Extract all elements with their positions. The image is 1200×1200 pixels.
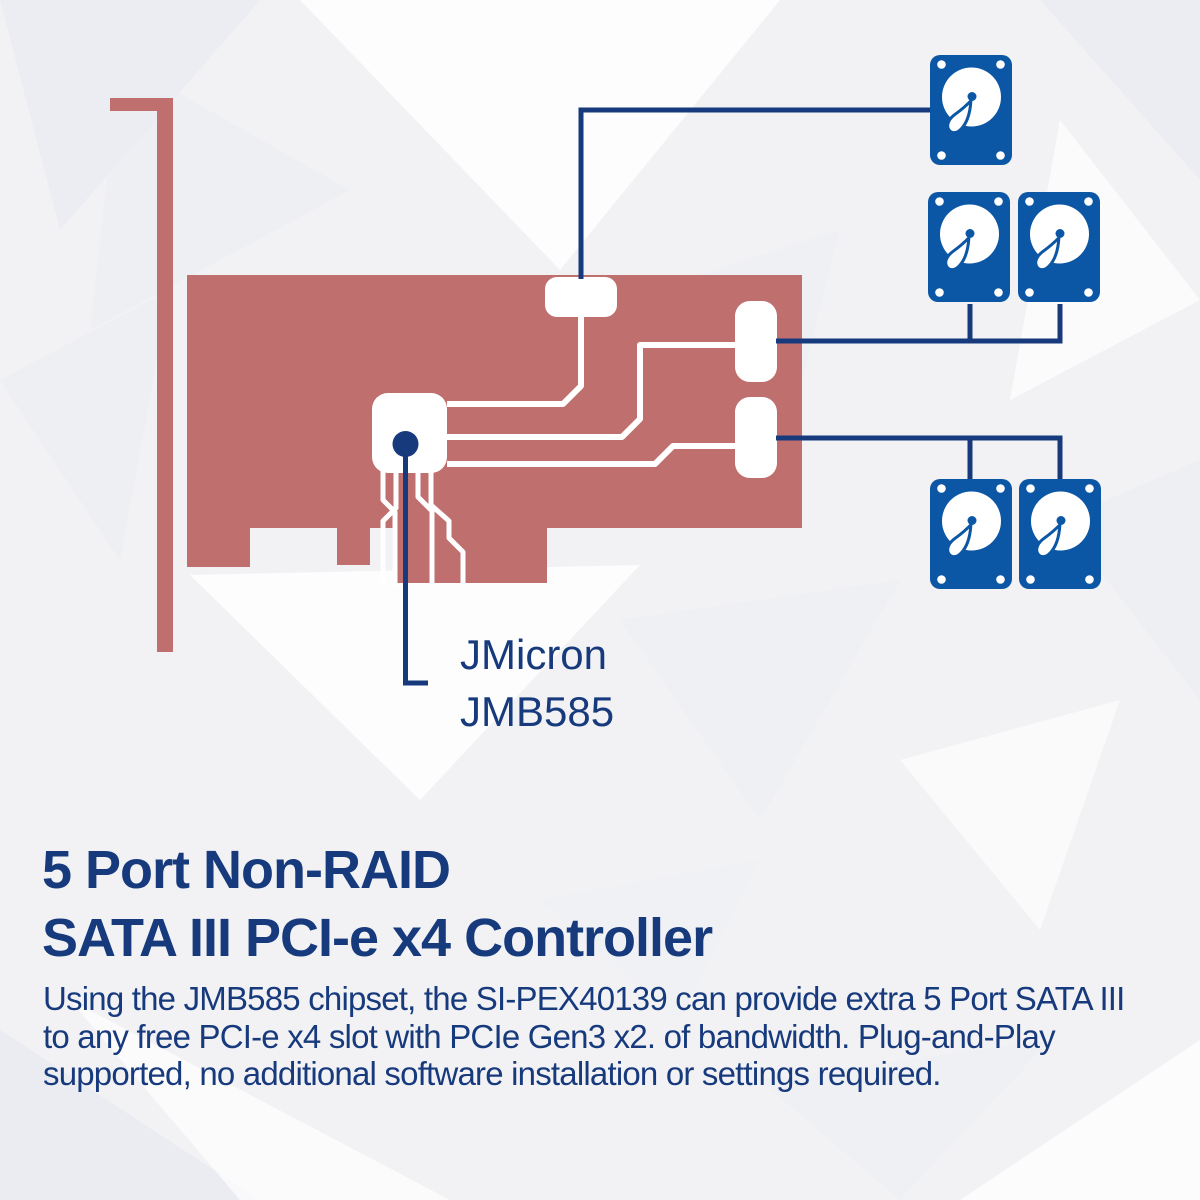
pcie-card bbox=[187, 275, 802, 583]
description-line2: to any free PCI-e x4 slot with PCIe Gen3… bbox=[43, 1017, 1056, 1055]
line-to-hdd-2-3 bbox=[776, 304, 1063, 344]
hdd-icon-1 bbox=[928, 53, 1014, 167]
page-title: 5 Port Non-RAID SATA III PCI-e x4 Contro… bbox=[42, 836, 713, 972]
hdd-icon-2 bbox=[926, 190, 1012, 304]
title-line1: 5 Port Non-RAID bbox=[42, 840, 451, 900]
circuit-traces bbox=[380, 316, 737, 586]
product-description: Using the JMB585 chipset, the SI-PEX4013… bbox=[43, 980, 1125, 1093]
sata-port-top bbox=[545, 277, 617, 317]
sata-port-right-2 bbox=[735, 397, 777, 478]
chip-label: JMicron JMB585 bbox=[460, 626, 614, 740]
chip-label-line2: JMB585 bbox=[460, 688, 615, 735]
chip-dot bbox=[392, 431, 419, 457]
line-to-hdd-4-5 bbox=[776, 435, 1063, 481]
chip-callout-line bbox=[403, 450, 428, 686]
hdd-icon-5 bbox=[1017, 477, 1103, 591]
chip-label-line1: JMicron bbox=[460, 631, 608, 678]
description-line1: Using the JMB585 chipset, the SI-PEX4013… bbox=[43, 980, 1125, 1017]
connection-lines bbox=[403, 107, 1063, 686]
sata-port-right-1 bbox=[735, 301, 777, 382]
line-to-hdd-1 bbox=[578, 107, 932, 279]
title-line2: SATA III PCI-e x4 Controller bbox=[42, 908, 713, 968]
hdd-icon-3 bbox=[1016, 190, 1102, 304]
description-line3: supported, no additional software instal… bbox=[43, 1055, 941, 1093]
pci-bracket bbox=[110, 98, 173, 652]
hdd-icon-4 bbox=[928, 477, 1014, 591]
